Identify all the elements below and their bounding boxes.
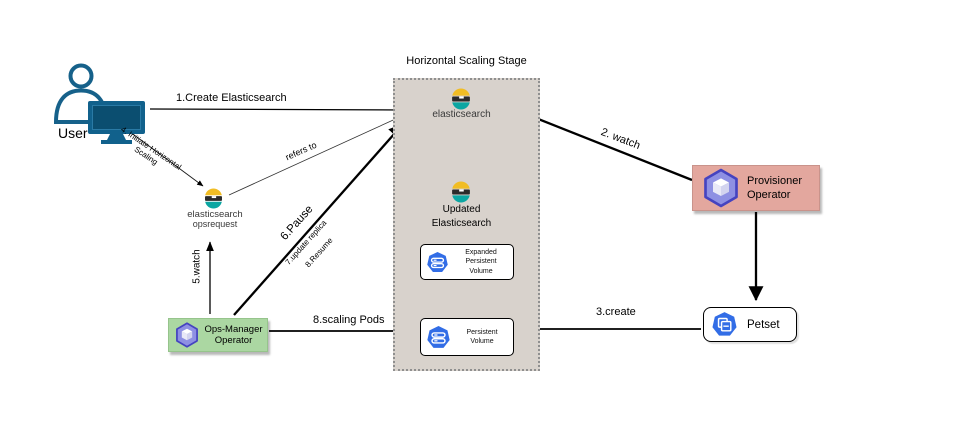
- pv-icon: [427, 251, 448, 272]
- arrow-create-elasticsearch: [149, 106, 407, 114]
- arrow-refers-to: [228, 115, 403, 196]
- provisioner-operator-box: Provisioner Operator: [692, 165, 820, 211]
- arrow-pause-update-resume: [233, 123, 404, 316]
- persistent-volume-box: Persistent Volume: [420, 318, 514, 356]
- pv-label-line1: Persistent: [466, 328, 498, 336]
- elasticsearch-label: elasticsearch: [432, 109, 491, 120]
- ops-manager-label-line1: Ops-Manager: [204, 324, 263, 335]
- edge-label-scaling-pods: 8.scaling Pods: [313, 314, 385, 326]
- operator-cube-icon: [704, 168, 738, 208]
- expanded-pv-label-line1: Expanded: [465, 248, 497, 256]
- updated-elasticsearch-label-line1: Updated: [442, 204, 481, 215]
- ops-manager-label-line2: Operator: [214, 335, 253, 346]
- edge-label-create-petset: 3.create: [596, 306, 636, 318]
- opsrequest-label-line1: elasticsearch: [187, 209, 243, 220]
- stage-title: Horizontal Scaling Stage: [406, 55, 527, 67]
- expanded-pv-label-line2: Persistent: [465, 258, 497, 266]
- edge-label-watch-opsmanager: 5.watch: [191, 249, 203, 284]
- operator-cube-icon: [176, 322, 198, 348]
- edge-label-create-elasticsearch: 1.Create Elasticsearch: [176, 92, 287, 104]
- opsrequest-label-line2: opsrequest: [192, 219, 238, 229]
- user-label: User: [58, 125, 88, 141]
- pv-icon: [427, 325, 450, 348]
- provisioner-operator-label-line1: Provisioner: [747, 175, 803, 187]
- updated-elasticsearch-icon: [452, 181, 470, 203]
- expanded-persistent-volume-box: Expanded Persistent Volume: [420, 244, 514, 280]
- petset-box: Petset: [703, 307, 797, 342]
- expanded-pv-label-line3: Volume: [469, 267, 493, 275]
- elasticsearch-icon: [452, 88, 470, 110]
- petset-label: Petset: [747, 318, 780, 331]
- elasticsearch-opsrequest-icon: [205, 188, 222, 209]
- updated-elasticsearch-label-line2: Elasticsearch: [431, 218, 492, 229]
- petset-icon: [712, 312, 737, 336]
- user-monitor-icon: [53, 63, 145, 144]
- pv-label-line2: Volume: [470, 338, 494, 345]
- horizontal-scaling-stage: elasticsearch Updated Elasticsearch Expa…: [393, 78, 540, 371]
- provisioner-operator-label-line2: Operator: [747, 189, 791, 201]
- ops-manager-operator-box: Ops-Manager Operator: [168, 318, 268, 352]
